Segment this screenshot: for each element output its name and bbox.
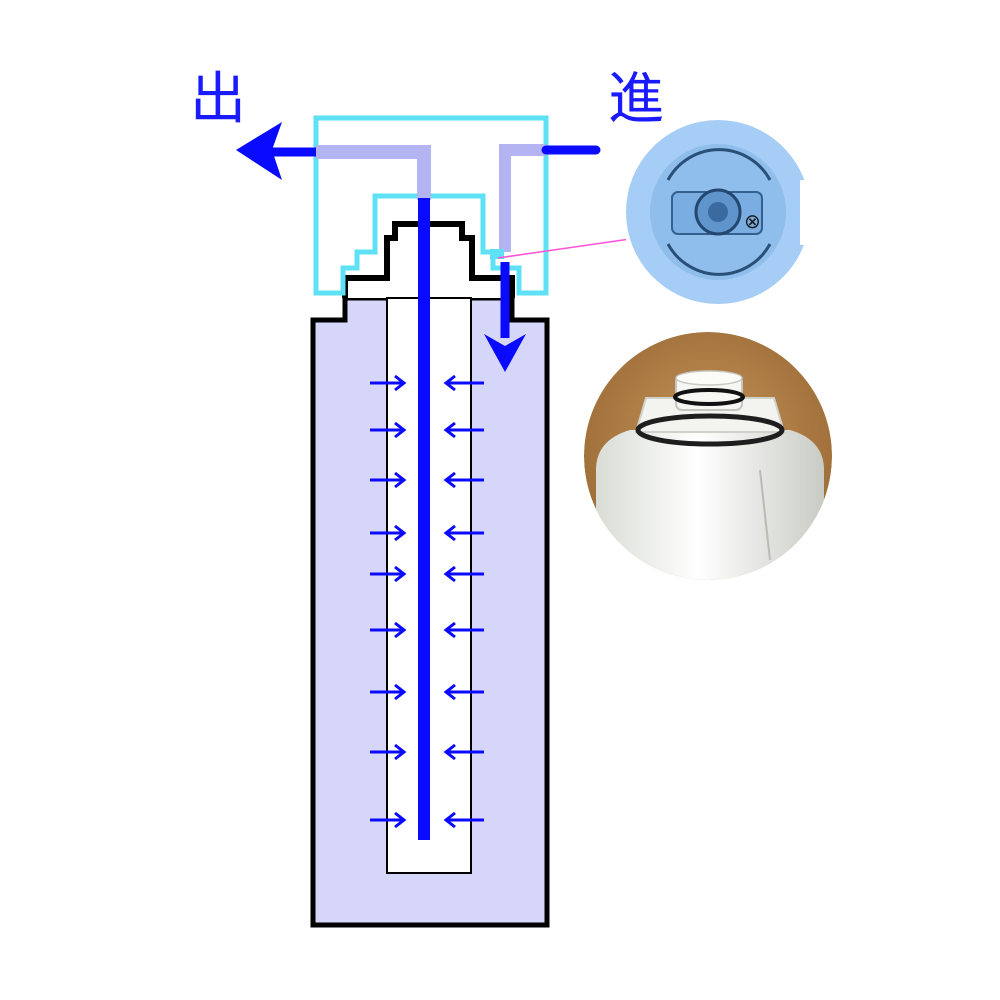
inlet-pipe — [499, 144, 546, 252]
inflow-arrows — [370, 374, 484, 829]
arrow-inward-icon — [370, 374, 407, 392]
outlet-label: 出 — [190, 67, 246, 132]
outlet-pipe — [316, 145, 431, 200]
inlet-port — [490, 249, 504, 259]
arrow-inward-icon — [443, 524, 484, 542]
connector-photo — [584, 332, 832, 580]
arrow-inward-icon — [443, 374, 484, 392]
arrow-inward-icon — [443, 743, 484, 761]
arrow-inward-icon — [443, 421, 484, 439]
arrow-down-icon — [484, 334, 526, 372]
arrow-inward-icon — [370, 471, 407, 489]
arrow-inward-icon — [370, 811, 407, 829]
arrow-inward-icon — [370, 421, 407, 439]
filter-cap — [313, 115, 549, 296]
arrow-inward-icon — [370, 565, 407, 583]
arrow-inward-icon — [370, 743, 407, 761]
arrow-inward-icon — [370, 621, 407, 639]
arrow-inward-icon — [370, 524, 407, 542]
inlet-label: 進 — [608, 67, 664, 132]
arrow-left-icon — [236, 122, 282, 180]
arrow-inward-icon — [443, 811, 484, 829]
arrow-inward-icon — [370, 683, 407, 701]
cap-top-photo: ⊗ — [622, 116, 814, 308]
arrow-inward-icon — [443, 621, 484, 639]
close-icon: ⊗ — [744, 209, 761, 233]
arrow-inward-icon — [443, 683, 484, 701]
arrow-inward-icon — [443, 565, 484, 583]
arrow-inward-icon — [443, 471, 484, 489]
